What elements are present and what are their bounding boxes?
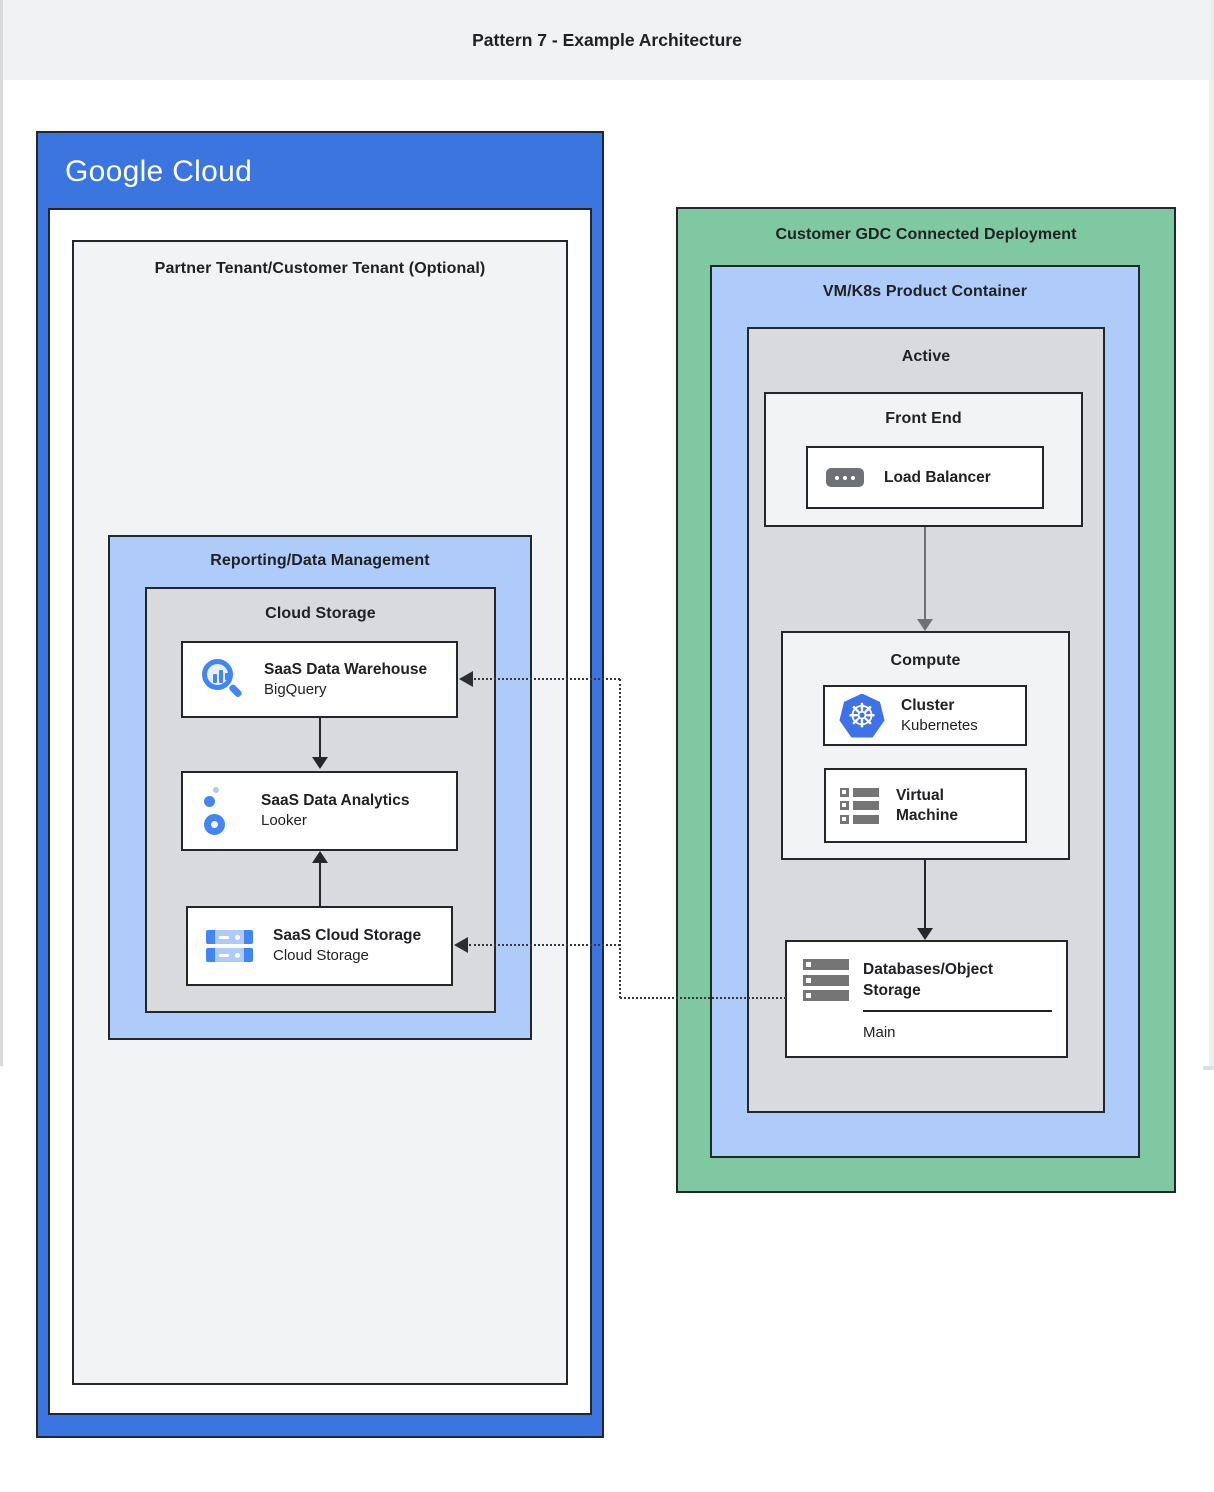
gdc-deployment-container: Customer GDC Connected Deployment VM/K8s… <box>676 207 1176 1193</box>
gdc-title: Customer GDC Connected Deployment <box>775 226 1077 243</box>
page-title: Pattern 7 - Example Architecture <box>472 29 742 50</box>
vm-k8s-title: VM/K8s Product Container <box>822 283 1028 300</box>
load-balancer-card: Load Balancer <box>806 446 1044 509</box>
server-icon <box>840 787 880 824</box>
card-footer: Main <box>863 1024 896 1041</box>
cluster-card: Cluster Kubernetes <box>823 685 1027 746</box>
dotted-arrow-left-head <box>454 937 468 953</box>
reporting-data-management-container: Reporting/Data Management Cloud Storage <box>108 535 532 1040</box>
cloud-storage-icon <box>206 930 253 962</box>
cloud-storage-group-title: Cloud Storage <box>265 605 376 622</box>
front-end-title: Front End <box>885 410 962 427</box>
bigquery-icon <box>201 658 244 701</box>
kubernetes-icon <box>839 693 885 738</box>
cloud-storage-group: Cloud Storage SaaS Data War <box>145 587 496 1013</box>
partner-tenant-container: Partner Tenant/Customer Tenant (Optional… <box>72 240 568 1385</box>
card-title: Databases/Object Storage <box>863 961 994 999</box>
virtual-machine-card: Virtual Machine <box>824 768 1027 843</box>
dotted-connector-vertical <box>619 679 621 998</box>
arrow-storage-to-analytics <box>319 863 321 906</box>
page-edge-right <box>1209 0 1214 1066</box>
page-edge-left <box>0 0 3 1066</box>
google-cloud-inner-frame: Partner Tenant/Customer Tenant (Optional… <box>48 208 592 1415</box>
arrow-frontend-to-compute <box>924 527 926 619</box>
card-text: Cluster Kubernetes <box>901 696 978 736</box>
arrow-warehouse-to-analytics <box>319 718 321 759</box>
reporting-title: Reporting/Data Management <box>210 552 430 569</box>
card-title: SaaS Data Analytics <box>261 792 410 809</box>
card-subtitle: Cloud Storage <box>273 947 369 964</box>
arrow-down-head <box>312 757 328 769</box>
card-subtitle: BigQuery <box>264 680 327 698</box>
dotted-arrow-left-head <box>459 671 473 687</box>
databases-object-storage-card: Databases/Object Storage Main <box>785 940 1068 1058</box>
google-cloud-container: Google Cloud Partner Tenant/Customer Ten… <box>36 131 604 1438</box>
card-title: Cluster <box>901 696 955 714</box>
card-title: Virtual Machine <box>896 786 959 824</box>
arrow-down-head <box>917 619 933 631</box>
compute-container: Compute Cluster Kubernetes <box>781 631 1070 860</box>
card-title: SaaS Cloud Storage <box>273 927 422 944</box>
load-balancer-label: Load Balancer <box>884 468 991 486</box>
saas-cloud-storage-card: SaaS Cloud Storage Cloud Storage <box>186 906 453 986</box>
dotted-connector-to-warehouse <box>474 678 620 680</box>
card-text: SaaS Cloud Storage Cloud Storage <box>273 926 421 966</box>
saas-data-analytics-card: SaaS Data Analytics Looker <box>181 771 458 851</box>
load-balancer-icon <box>826 468 864 487</box>
dotted-connector-to-databases <box>620 997 786 999</box>
title-bar: Pattern 7 - Example Architecture <box>0 0 1214 80</box>
front-end-container: Front End Load Balancer <box>764 392 1083 527</box>
google-cloud-logo-word1: Google <box>65 155 164 188</box>
dotted-connector-to-cloud-storage <box>469 944 620 946</box>
storage-server-icon <box>803 959 849 1001</box>
card-subtitle: Kubernetes <box>901 716 978 734</box>
card-text: SaaS Data Warehouse BigQuery <box>264 660 427 700</box>
active-container: Active Front End Load Balancer <box>747 327 1105 1113</box>
looker-icon <box>201 787 241 835</box>
google-cloud-logo-word2: Cloud <box>172 155 253 188</box>
active-title: Active <box>901 348 951 365</box>
google-cloud-logo: Google Cloud <box>65 155 252 189</box>
vm-k8s-product-container: VM/K8s Product Container Active Front En… <box>710 265 1140 1158</box>
arrow-compute-to-databases <box>924 860 926 928</box>
card-subtitle: Looker <box>261 812 307 829</box>
card-divider <box>863 1010 1052 1012</box>
compute-title: Compute <box>890 652 961 669</box>
page-edge-tick <box>1203 1066 1214 1070</box>
arrow-up-head <box>312 851 328 863</box>
arrow-down-head <box>917 928 933 940</box>
saas-data-warehouse-card: SaaS Data Warehouse BigQuery <box>181 641 458 718</box>
partner-tenant-title: Partner Tenant/Customer Tenant (Optional… <box>154 260 486 277</box>
card-text: SaaS Data Analytics Looker <box>261 791 409 831</box>
card-title: SaaS Data Warehouse <box>264 660 428 678</box>
